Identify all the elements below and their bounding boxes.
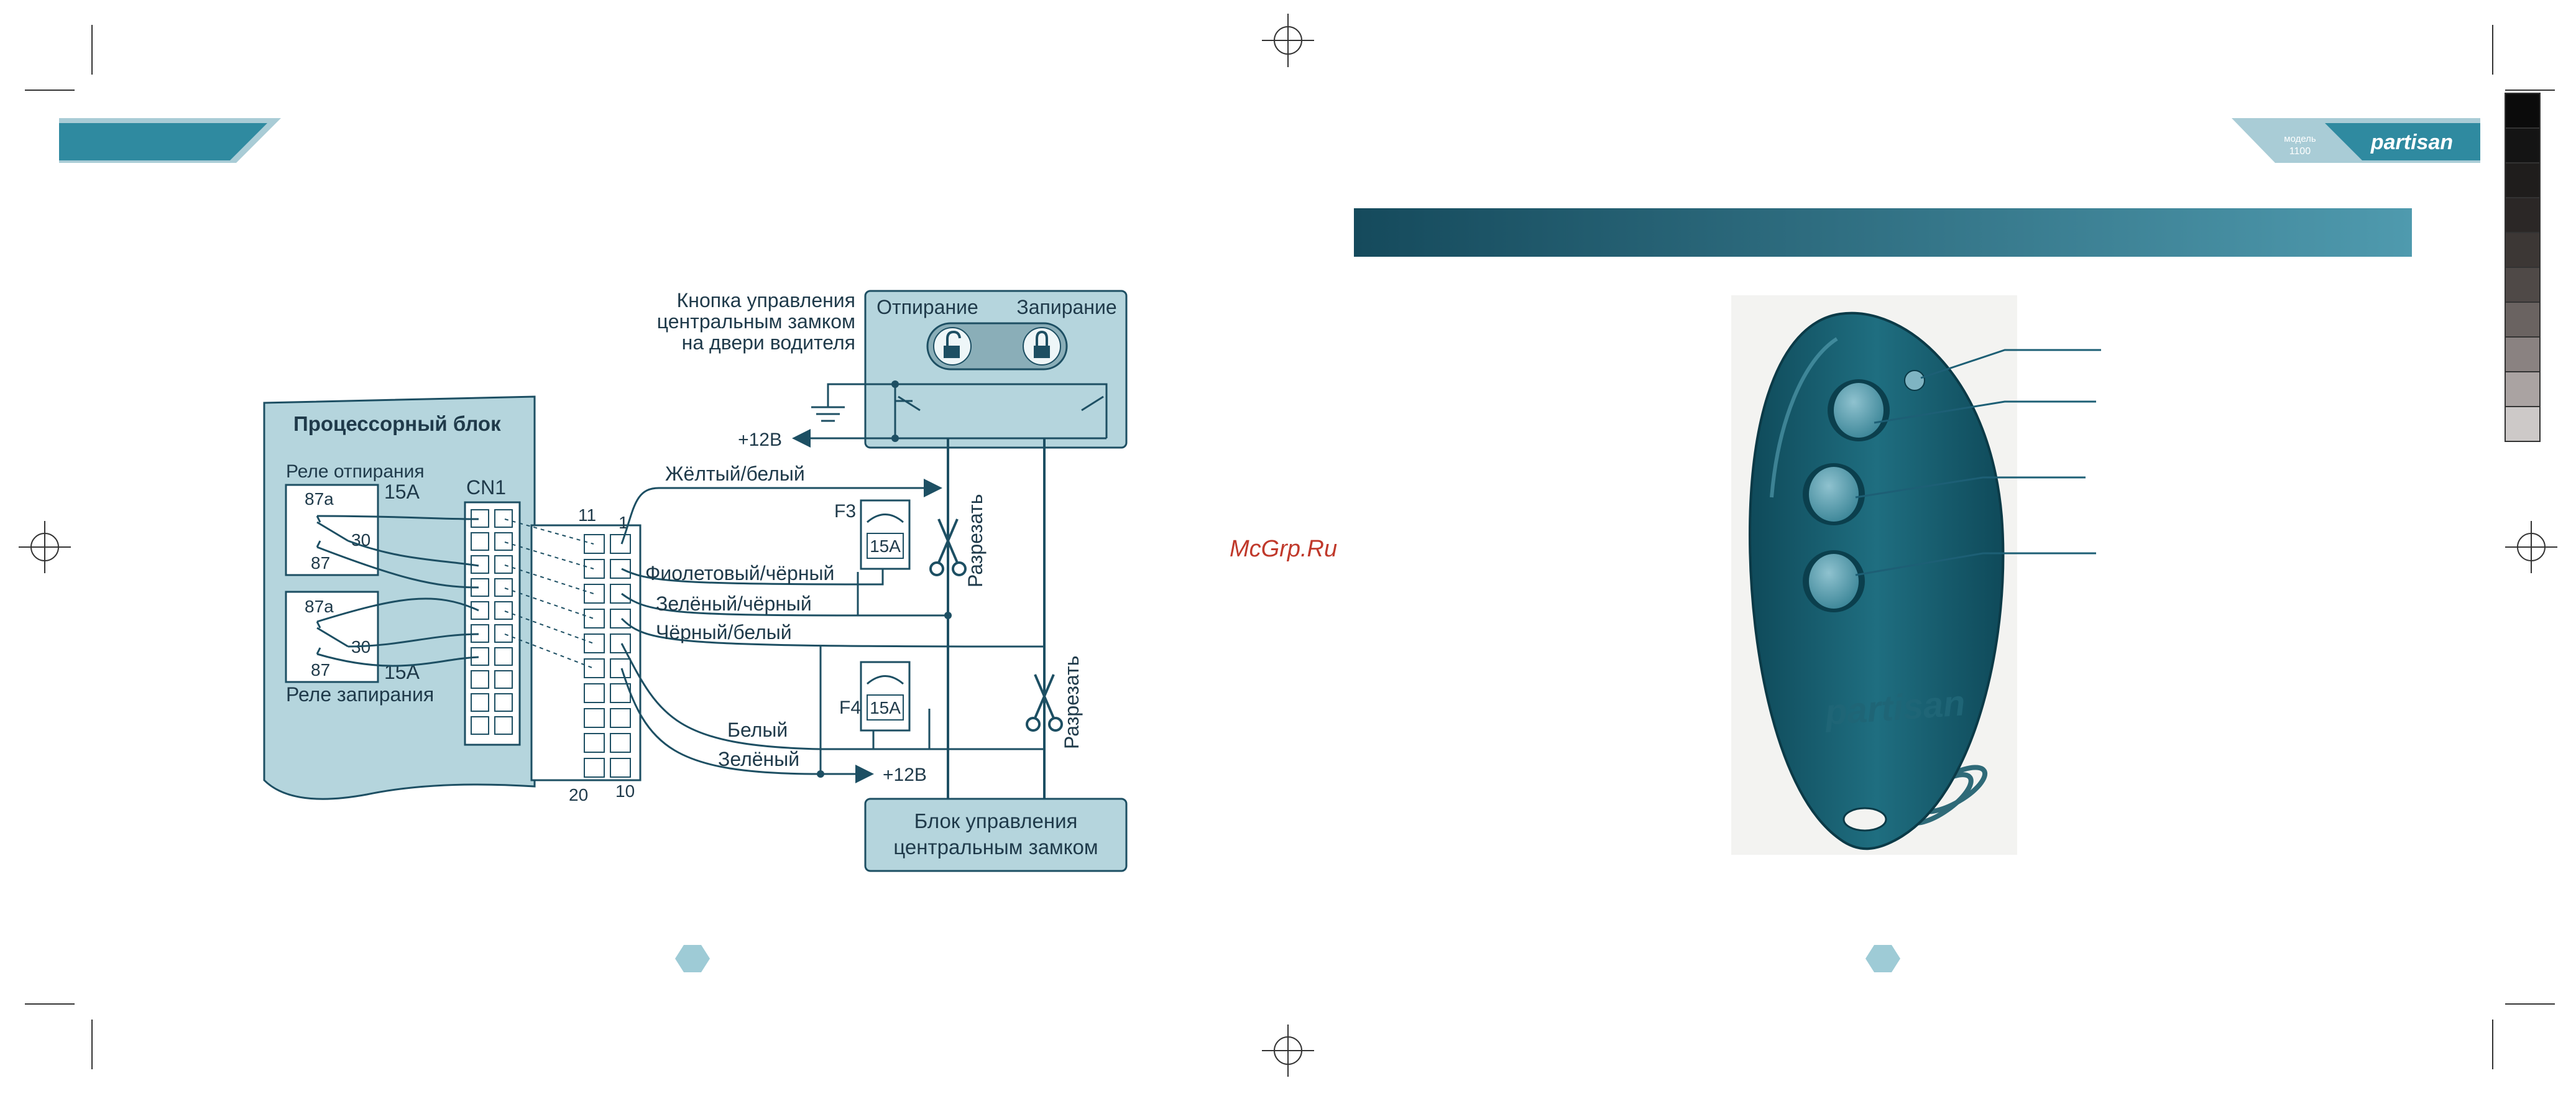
keyfob-highlight <box>1770 337 1838 498</box>
fuse-f3-element <box>867 513 904 523</box>
fuse-f4-rating-box <box>867 694 904 721</box>
relay-lock-title: Реле запирания <box>286 683 434 706</box>
relay-unlock-switch <box>316 515 349 548</box>
partisan-logo: partisan <box>2370 131 2453 154</box>
button-node-1 <box>891 380 899 388</box>
fuse-f4-label: F4 <box>839 698 861 718</box>
fuse-f3-rating-box <box>867 533 904 559</box>
fuse-f4-element <box>867 675 904 685</box>
relay-lock-switch <box>316 621 349 655</box>
relay-unlock-pin-30: 30 <box>351 530 370 550</box>
registration-mark-left <box>19 521 71 573</box>
relay-lock-box <box>285 591 379 683</box>
padlock-open-icon <box>944 330 961 358</box>
registration-mark-top <box>1262 14 1314 67</box>
keyfob-button-1-cap <box>1834 383 1884 438</box>
fuse-f4-rating: 15А <box>870 698 901 717</box>
fuse-f3-label: F3 <box>834 501 856 522</box>
page-marker-left <box>675 945 710 972</box>
relay-unlock-rating: 15А <box>384 481 420 503</box>
connector-pin-1: 1 <box>619 513 628 532</box>
keyfob-illustration: partisan <box>1731 295 2101 855</box>
left-header-tab <box>59 118 281 163</box>
harness-plug-grid <box>584 534 631 778</box>
door-button-unlock-label: Отпирание <box>876 296 978 318</box>
ground-icon <box>811 398 845 422</box>
relay-unlock-pin-87: 87 <box>311 553 330 573</box>
cut-label-2: Разрезать <box>1060 656 1083 749</box>
connector-pin-10: 10 <box>615 781 635 801</box>
supply-top-label: +12В <box>738 430 782 450</box>
wire-label-violet-black: Фиолетовый/чёрный <box>645 562 834 584</box>
wire-label-green: Зелёный <box>718 748 799 770</box>
lock-control-unit-line-2: центральным замком <box>893 836 1098 859</box>
door-button-caption-3: на двери водителя <box>682 331 855 354</box>
relay-lock-pin-87a: 87а <box>305 597 334 616</box>
keyfob-button-2-cap <box>1809 467 1859 522</box>
cn1-pin-grid <box>471 509 513 735</box>
model-number: 1100 <box>2289 146 2311 157</box>
wire-label-green-black: Зелёный/чёрный <box>656 592 812 615</box>
keyfob-body <box>1748 311 2005 850</box>
relay-to-cn1-wires <box>316 515 479 667</box>
door-button-caption-1: Кнопка управления <box>677 289 855 311</box>
fuse-f3-rating: 15А <box>870 536 901 556</box>
keyfob-button-3-cap <box>1809 554 1859 609</box>
cut-label-1: Разрезать <box>964 494 987 587</box>
cn1-to-plug-dashes <box>504 518 594 669</box>
crop-marks <box>25 25 2555 1069</box>
keyfob-callouts <box>1855 349 2101 576</box>
wire-label-black-white: Чёрный/белый <box>656 621 792 643</box>
page-marker-right <box>1865 945 1900 972</box>
watermark: McGrp.Ru <box>1230 536 1337 562</box>
supply-bottom-label: +12В <box>883 765 927 785</box>
door-button-contacts <box>827 383 1108 440</box>
keyfob-logo: partisan <box>1823 683 1967 733</box>
vertical-bus-lines <box>947 438 1046 799</box>
model-label: модель <box>2284 134 2316 144</box>
door-button-lock-label: Запирание <box>1016 296 1116 318</box>
right-header-tab: модель 1100 partisan <box>2232 118 2480 163</box>
connector-pin-20: 20 <box>569 785 588 804</box>
junction-node-1 <box>817 770 824 778</box>
cn1-label: CN1 <box>466 476 506 499</box>
processor-block-title: Процессорный блок <box>293 412 501 435</box>
registration-mark-right <box>2505 521 2557 573</box>
scissors-icon <box>929 518 967 576</box>
harness-wires <box>620 479 1045 783</box>
wire-label-white: Белый <box>727 719 788 741</box>
wire-label-yellow-white: Жёлтый/белый <box>665 463 805 485</box>
relay-lock-pin-87: 87 <box>311 660 330 679</box>
lock-control-unit-box <box>864 798 1128 872</box>
registration-mark-bottom <box>1262 1025 1314 1077</box>
padlock-closed-icon <box>1034 330 1050 358</box>
scissors-icon <box>1026 674 1063 732</box>
title-banner <box>1354 208 2412 257</box>
relay-unlock-title: Реле отпирания <box>286 461 425 482</box>
connector-pin-11: 11 <box>578 505 596 525</box>
keyfob-ring-hole <box>1842 807 1887 832</box>
grayscale-bar <box>2505 93 2541 442</box>
door-button-caption-2: центральным замком <box>657 310 855 333</box>
led-indicator-icon <box>1904 370 1925 391</box>
lock-control-unit-line-1: Блок управления <box>914 809 1078 832</box>
relay-unlock-pin-87a: 87а <box>305 489 334 509</box>
wiring-diagram: Процессорный блок Реле отпирания 87а 30 … <box>263 289 1128 872</box>
relay-unlock-box <box>285 484 379 576</box>
junction-node-2 <box>944 612 952 619</box>
